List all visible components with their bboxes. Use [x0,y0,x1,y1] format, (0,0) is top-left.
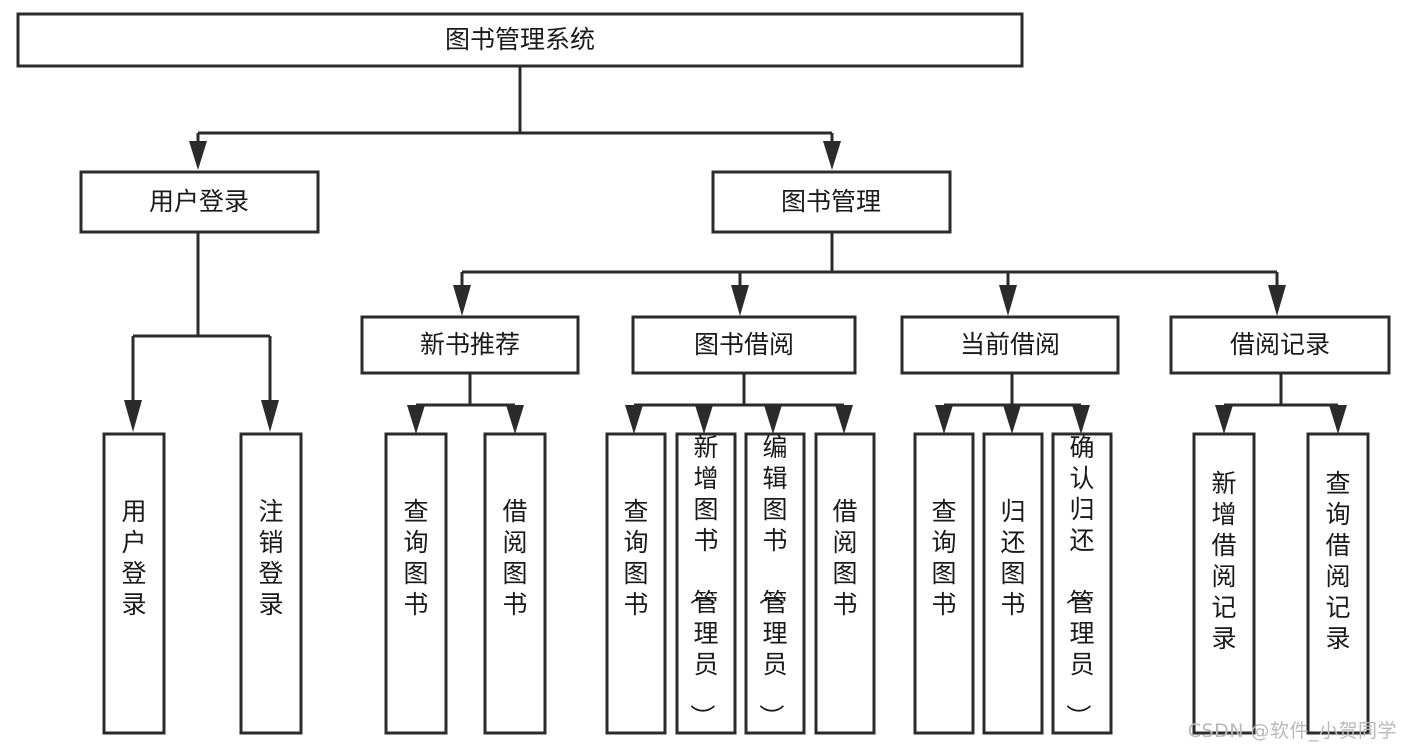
arrowhead-book-management [823,141,841,170]
arrowhead-leaf-add-record [1215,405,1233,434]
arrowhead-user-login [189,141,207,170]
leaf-user-login[interactable]: 用户登录 [102,432,166,735]
node-root-box[interactable] [16,12,1024,68]
arrowhead-leaf-query-book-3 [935,405,953,434]
node-current-borrow-box[interactable] [900,315,1120,375]
node-borrow-record-label: 借阅记录 [1230,330,1330,359]
leaf-query-book-1[interactable]: 查询图书 [384,432,448,735]
node-root-label: 图书管理系统 [445,25,595,54]
leaf-query-record-box[interactable] [1306,432,1370,735]
connectors-layer [124,66,1347,434]
leaf-query-book-1-label: 查询图书 [403,497,428,619]
node-current-borrow-label: 当前借阅 [960,330,1060,359]
leaf-query-book-1-box[interactable] [384,432,448,735]
arrowhead-leaf-confirm-return [1072,405,1090,434]
node-root[interactable]: 图书管理系统 [16,12,1024,68]
node-borrow-record[interactable]: 借阅记录 [1169,315,1391,375]
leaf-edit-book-label: 编辑图书（管理员） [756,433,787,729]
node-book-borrow[interactable]: 图书借阅 [631,315,857,375]
node-book-borrow-label: 图书借阅 [694,330,794,359]
node-book-management[interactable]: 图书管理 [711,170,952,234]
node-user-login[interactable]: 用户登录 [79,170,320,234]
node-book-management-box[interactable] [711,170,952,234]
leaf-user-login-box[interactable] [102,432,166,735]
leaf-borrow-book-1[interactable]: 借阅图书 [483,432,547,735]
leaf-add-book-box[interactable] [675,432,737,735]
leaf-user-logout[interactable]: 注销登录 [239,432,303,735]
leaf-add-record[interactable]: 新增借阅记录 [1192,432,1256,735]
leaf-add-book-label: 新增图书（管理员） [687,433,718,729]
leaf-user-login-label: 用户登录 [121,497,146,619]
arrowhead-leaf-query-book-1 [407,405,425,434]
leaf-borrow-book-1-label: 借阅图书 [502,497,527,619]
node-book-management-label: 图书管理 [781,187,881,216]
leaf-add-record-label: 新增借阅记录 [1211,469,1236,653]
leaf-query-record-label: 查询借阅记录 [1325,469,1350,653]
leaf-borrow-book-2[interactable]: 借阅图书 [814,432,876,735]
csdn-watermark: CSDN @软件_小贺同学 [1187,720,1397,742]
node-new-book-recommend-label: 新书推荐 [420,330,520,359]
arrowhead-leaf-return-book [1003,405,1021,434]
leaf-query-book-3-label: 查询图书 [931,497,956,619]
arrowhead-leaf-edit-book [764,405,782,434]
node-borrow-record-box[interactable] [1169,315,1391,375]
leaf-confirm-return[interactable]: 确认归还（管理员） [1051,432,1113,735]
leaf-borrow-book-2-label: 借阅图书 [832,497,857,619]
arrowhead-leaf-borrow-book-2 [835,405,853,434]
arrowhead-leaf-user-login [124,400,142,432]
leaf-user-logout-box[interactable] [239,432,303,735]
leaf-confirm-return-label: 确认归还（管理员） [1063,433,1094,729]
leaf-return-book[interactable]: 归还图书 [982,432,1044,735]
leaf-borrow-book-2-box[interactable] [814,432,876,735]
node-user-login-box[interactable] [79,170,320,234]
leaf-add-record-box[interactable] [1192,432,1256,735]
leaf-edit-book-box[interactable] [744,432,806,735]
arrowhead-borrow-record [1268,285,1286,316]
arrowhead-current-borrow [999,285,1017,316]
leaf-borrow-book-1-box[interactable] [483,432,547,735]
leaf-query-book-2-label: 查询图书 [623,497,648,619]
leaf-user-logout-label: 注销登录 [258,497,283,619]
arrowhead-new-book-recommend [453,285,471,316]
leaf-query-book-2[interactable]: 查询图书 [605,432,667,735]
arrowhead-leaf-user-logout [261,400,279,432]
node-user-login-label: 用户登录 [149,187,249,216]
arrowhead-book-borrow [731,285,749,316]
arrowhead-leaf-query-book-2 [625,405,643,434]
leaf-query-book-2-box[interactable] [605,432,667,735]
arrowhead-leaf-query-record [1329,405,1347,434]
arrowhead-leaf-borrow-book-1 [506,405,524,434]
leaf-edit-book[interactable]: 编辑图书（管理员） [744,432,806,735]
leaf-query-record[interactable]: 查询借阅记录 [1306,432,1370,735]
leaf-return-book-box[interactable] [982,432,1044,735]
leaf-confirm-return-box[interactable] [1051,432,1113,735]
leaf-add-book[interactable]: 新增图书（管理员） [675,432,737,735]
node-new-book-recommend-box[interactable] [360,315,580,375]
leaf-query-book-3-box[interactable] [913,432,975,735]
node-book-borrow-box[interactable] [631,315,857,375]
leaf-return-book-label: 归还图书 [1000,497,1025,619]
arrowhead-leaf-add-book [695,405,713,434]
leaf-query-book-3[interactable]: 查询图书 [913,432,975,735]
node-current-borrow[interactable]: 当前借阅 [900,315,1120,375]
node-new-book-recommend[interactable]: 新书推荐 [360,315,580,375]
